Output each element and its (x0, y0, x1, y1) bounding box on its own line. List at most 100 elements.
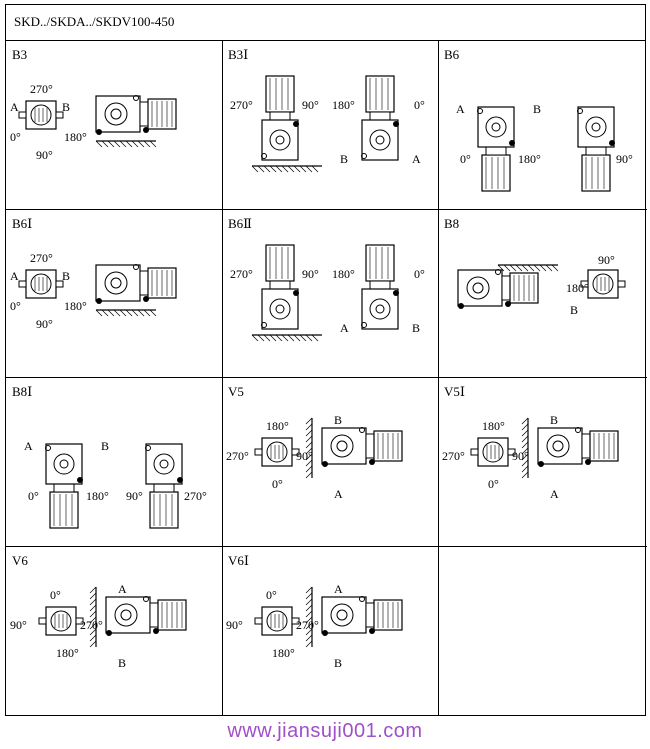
shaft-label-b: B (62, 269, 70, 283)
angle-label-right: 0° (414, 267, 425, 281)
shaft-label-a: A (24, 439, 33, 453)
mounting-drawing: 180°270°90°0°BA (226, 413, 403, 501)
angle-label-left: 270° (230, 98, 253, 112)
angle-label-left: 270° (230, 267, 253, 281)
shaft-label-a: B (334, 413, 342, 427)
position-code: B3 (12, 47, 28, 62)
mounting-drawing: 90°180°B (457, 253, 626, 317)
position-code: V5 (228, 384, 244, 399)
angle-label-left2: 90° (126, 489, 143, 503)
angle-label-top: 180° (482, 419, 505, 433)
output-flange-view (38, 606, 84, 636)
angle-label-left: 0° (10, 299, 21, 313)
angle-label-left2: 180° (332, 267, 355, 281)
shaft-label-b: A (550, 487, 559, 501)
angle-label-left: 0° (10, 130, 21, 144)
angle-label-left: 270° (226, 449, 249, 463)
gear-motor-drawing (321, 596, 403, 636)
angle-label-top: 180° (266, 419, 289, 433)
mounting-wall-hatch (305, 417, 313, 479)
mounting-drawing: 180°270°90°0°BA (442, 413, 619, 501)
angle-label-right: 270° (80, 618, 103, 632)
angle-label-top: 90° (598, 253, 615, 267)
shaft-label-b: B (334, 656, 342, 670)
mounting-drawing: 270° A B 0° 180° 90° (10, 251, 177, 331)
output-flange-view (254, 606, 300, 636)
angle-label-bottom: 0° (272, 477, 283, 491)
angle-label-right: 90° (512, 449, 529, 463)
gear-motor-drawing (105, 596, 187, 636)
angle-label-left: 180° (566, 281, 589, 295)
shaft-label-a: A (334, 582, 343, 596)
position-code: V5Ⅰ (444, 384, 466, 399)
mounting-wall-hatch (89, 586, 97, 648)
angle-label-left: 90° (10, 618, 27, 632)
mounting-wall-hatch (251, 165, 322, 173)
shaft-label-b: B (412, 321, 420, 335)
angle-label-left: 0° (28, 489, 39, 503)
angle-label-right: 180° (64, 299, 87, 313)
mounting-wall-hatch (95, 140, 157, 148)
mounting-wall-hatch (497, 264, 559, 272)
shaft-label-b: A (412, 152, 421, 166)
shaft-label-a: A (118, 582, 127, 596)
angle-label-bottom: 0° (488, 477, 499, 491)
mounting-position-table: SKD../SKDA../SKDV100-450 B3 270° A B 0° 180° 9… (5, 4, 647, 716)
shaft-label-b: B (101, 439, 109, 453)
angle-label-right: 90° (616, 152, 633, 166)
output-flange-view (18, 100, 64, 130)
shaft-label-a: A (10, 269, 19, 283)
shaft-label-a: A (10, 100, 19, 114)
angle-label-top: 270° (30, 251, 53, 265)
angle-label-top: 0° (266, 588, 277, 602)
position-code: B3Ⅰ (228, 47, 249, 62)
position-code: B8 (444, 216, 460, 231)
position-code: B6 (444, 47, 460, 62)
position-code: B6Ⅱ (228, 216, 253, 231)
angle-label-bottom: 180° (56, 646, 79, 660)
shaft-label-a: B (550, 413, 558, 427)
angle-label-bottom: 180° (518, 152, 541, 166)
shaft-label-b: B (118, 656, 126, 670)
angle-label-right: 270° (296, 618, 319, 632)
output-flange-view (254, 437, 300, 467)
output-flange-view (18, 269, 64, 299)
table-title: SKD../SKDA../SKDV100-450 (14, 14, 175, 29)
mounting-drawing: 0° 90° 270°180° A B (10, 582, 187, 670)
shaft-label-b: B (62, 100, 70, 114)
shaft-label-b: A (334, 487, 343, 501)
gear-motor-drawing (95, 264, 177, 304)
gear-motor-drawing (361, 244, 399, 330)
angle-label-top: 90° (302, 267, 319, 281)
shaft-label-a: A (456, 102, 465, 116)
position-code: B8Ⅰ (12, 384, 33, 399)
angle-label-top: 0° (50, 588, 61, 602)
angle-label-right: 0° (414, 98, 425, 112)
position-cell (438, 547, 647, 715)
gear-motor-drawing (321, 427, 403, 467)
angle-label-bottom: 90° (36, 317, 53, 331)
angle-label-left: 90° (226, 618, 243, 632)
mounting-drawing: 0° 90° 270°180° A B (226, 582, 403, 670)
angle-label-right: 180° (64, 130, 87, 144)
website-watermark: www.jiansuji001.com (227, 720, 423, 742)
shaft-label-a: B (340, 152, 348, 166)
gear-motor-drawing (361, 75, 399, 161)
output-flange-view (580, 269, 626, 299)
mounting-wall-hatch (95, 309, 157, 317)
angle-label-bottom: 180° (272, 646, 295, 660)
